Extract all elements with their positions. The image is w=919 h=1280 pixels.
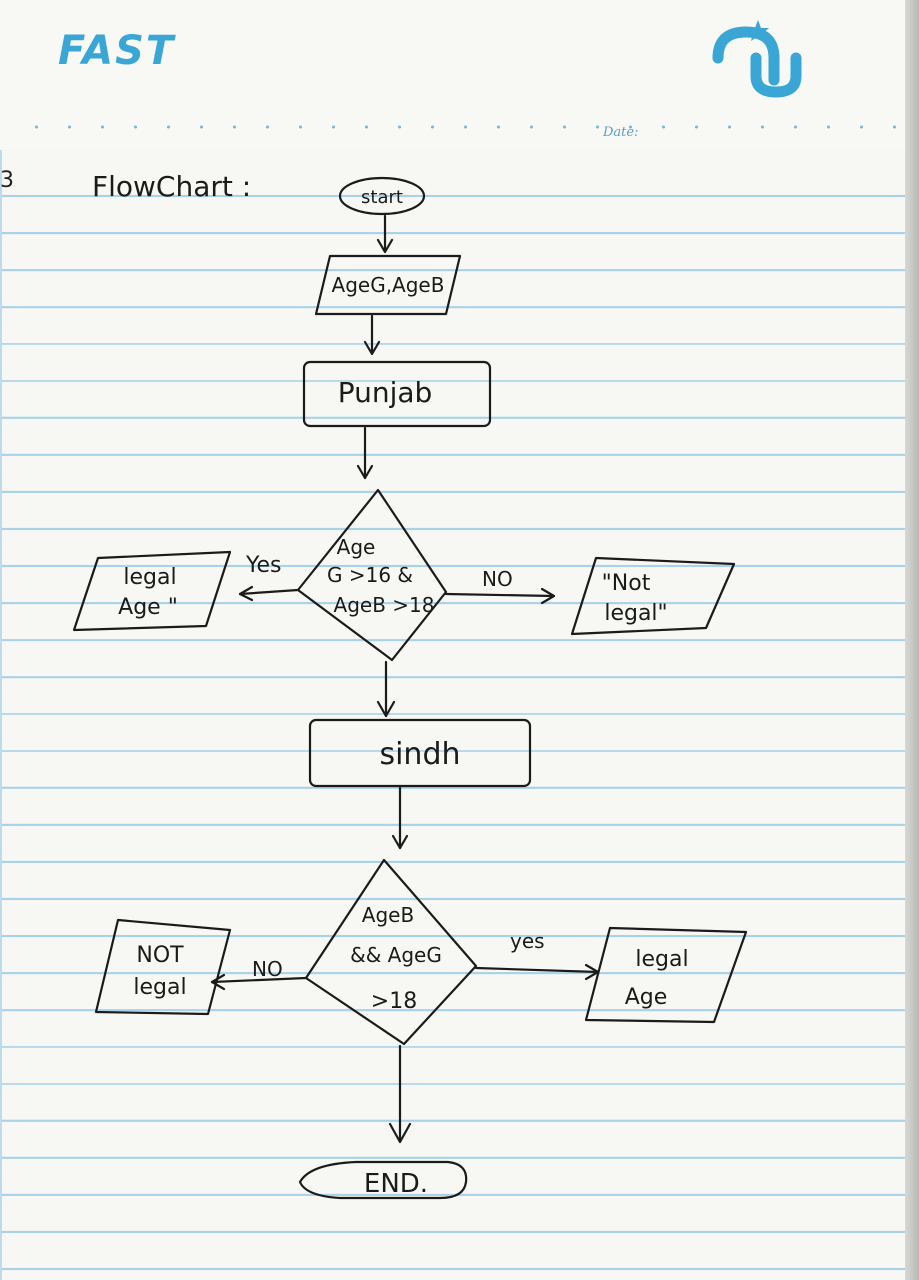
output-1-yes-line-2: Age " [118,595,178,620]
page-edge [905,0,919,1280]
output-1-no-line-1: "Not [602,571,651,596]
punjab-process-box [302,360,492,428]
arrowhead [238,585,254,602]
end-label: END. [364,1169,428,1199]
arrowhead [376,238,394,254]
arrow-decision-1-no [444,592,556,598]
sindh-process-box [308,718,532,788]
output-2-no-line-1: NOT [136,943,184,968]
arrowhead [540,587,556,605]
start-terminal [338,176,426,216]
decision-2-line-2: && AgeG [350,943,442,967]
arrowhead [376,700,396,718]
decision-1-no-label: NO [482,567,513,591]
output-1-no-box [570,556,736,636]
arrow-decision-1-yes [238,588,300,596]
arrowhead [363,340,381,356]
date-label: Date: [603,125,639,140]
output-2-yes-line-1: legal [635,947,688,972]
start-label: start [361,187,403,208]
flowchart-heading: FlowChart : [92,170,251,203]
decision-1-line-3: AgeB >18 [334,593,435,617]
punjab-label: Punjab [338,376,433,409]
decision-2-diamond [304,858,478,1046]
output-1-yes-box [72,550,232,632]
decision-2-line-3: >18 [371,989,417,1014]
decision-1-diamond [296,488,448,662]
decision-1-line-1: Age [337,535,376,559]
input-box [314,254,462,316]
arrowhead [391,834,409,850]
arrow-decision-2-no [210,976,308,984]
decision-1-line-2: G >16 & [327,563,413,587]
nu-logo [712,20,802,98]
arrowhead [388,1122,412,1144]
fast-logo: FAST [58,28,176,74]
arrow-decision-2-yes [474,966,600,974]
output-1-yes-line-1: legal [123,565,176,590]
output-2-yes-box [584,926,748,1024]
margin-line [0,150,2,1280]
arrowhead [210,973,226,991]
decision-2-yes-label: yes [510,929,545,953]
output-2-yes-line-2: Age [625,985,668,1010]
output-1-no-line-2: legal" [604,601,667,626]
arrowhead [356,464,374,480]
decision-2-line-1: AgeB [362,903,414,927]
output-2-no-line-2: legal [133,975,186,1000]
end-terminal [298,1160,468,1200]
question-number: 3 [0,168,14,193]
input-label: AgeG,AgeB [332,273,445,297]
sindh-label: sindh [379,737,460,772]
decision-2-no-label: NO [252,957,283,981]
dotted-rule [20,122,900,132]
output-2-no-box [94,918,232,1016]
decision-1-yes-label: Yes [245,553,282,578]
